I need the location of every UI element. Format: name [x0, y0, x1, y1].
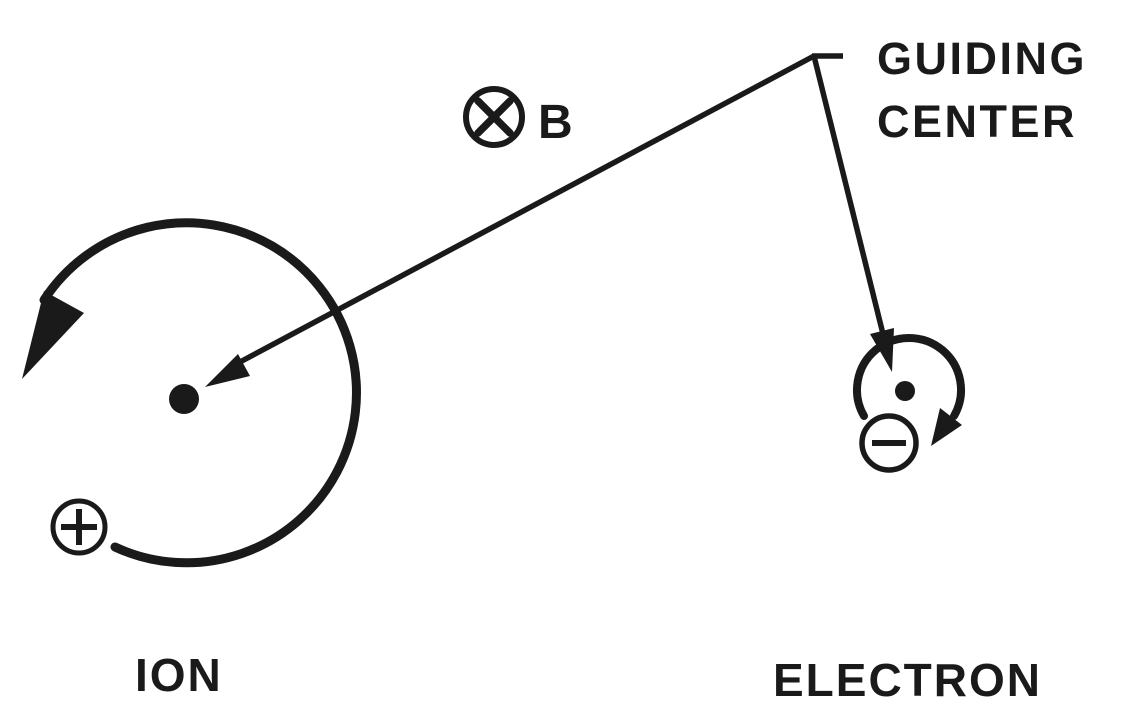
leader-arrowhead-ion-icon — [205, 354, 250, 387]
electron-orbit-cw-arrowhead-icon — [931, 408, 962, 446]
leader-line-to-ion — [238, 53, 816, 365]
ion-orbit-arc — [39, 218, 361, 568]
electron-label: ELECTRON — [773, 654, 1042, 706]
b-field-label: B — [538, 96, 573, 149]
electron-orbit-arc — [853, 334, 965, 420]
guiding-center-leaders — [205, 53, 894, 387]
electron-guiding-center-dot — [895, 381, 915, 401]
leader-arrowhead-electron-icon — [870, 328, 894, 372]
b-field-into-page-icon — [463, 86, 525, 148]
guiding-center-label-line2: CENTER — [877, 96, 1077, 147]
ion-guiding-center-dot — [169, 384, 199, 414]
electron-charge-minus-icon — [859, 413, 919, 473]
electron-orbit-group — [853, 334, 965, 473]
ion-label: ION — [135, 649, 223, 701]
ion-orbit-group — [22, 218, 361, 568]
ion-charge-plus-icon — [50, 498, 108, 556]
ion-orbit-ccw-arrowhead-icon — [22, 291, 84, 379]
leader-line-to-electron — [811, 55, 886, 335]
guiding-center-label-line1: GUIDING — [877, 33, 1087, 84]
